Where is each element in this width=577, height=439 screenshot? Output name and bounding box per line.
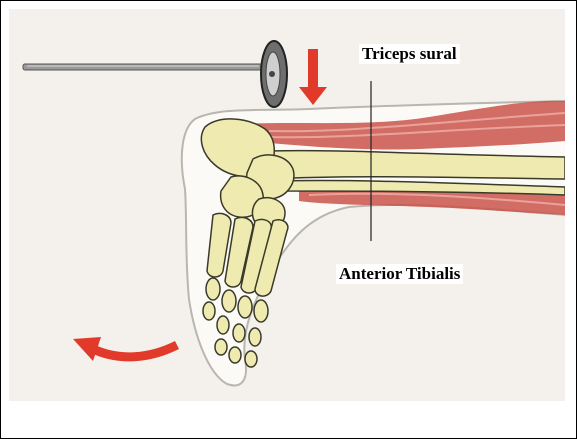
- anterior-tibialis-label: Anterior Tibialis: [336, 264, 463, 284]
- ankle-reflex-illustration: [9, 9, 565, 401]
- triceps-sural-label: Triceps sural: [359, 44, 460, 64]
